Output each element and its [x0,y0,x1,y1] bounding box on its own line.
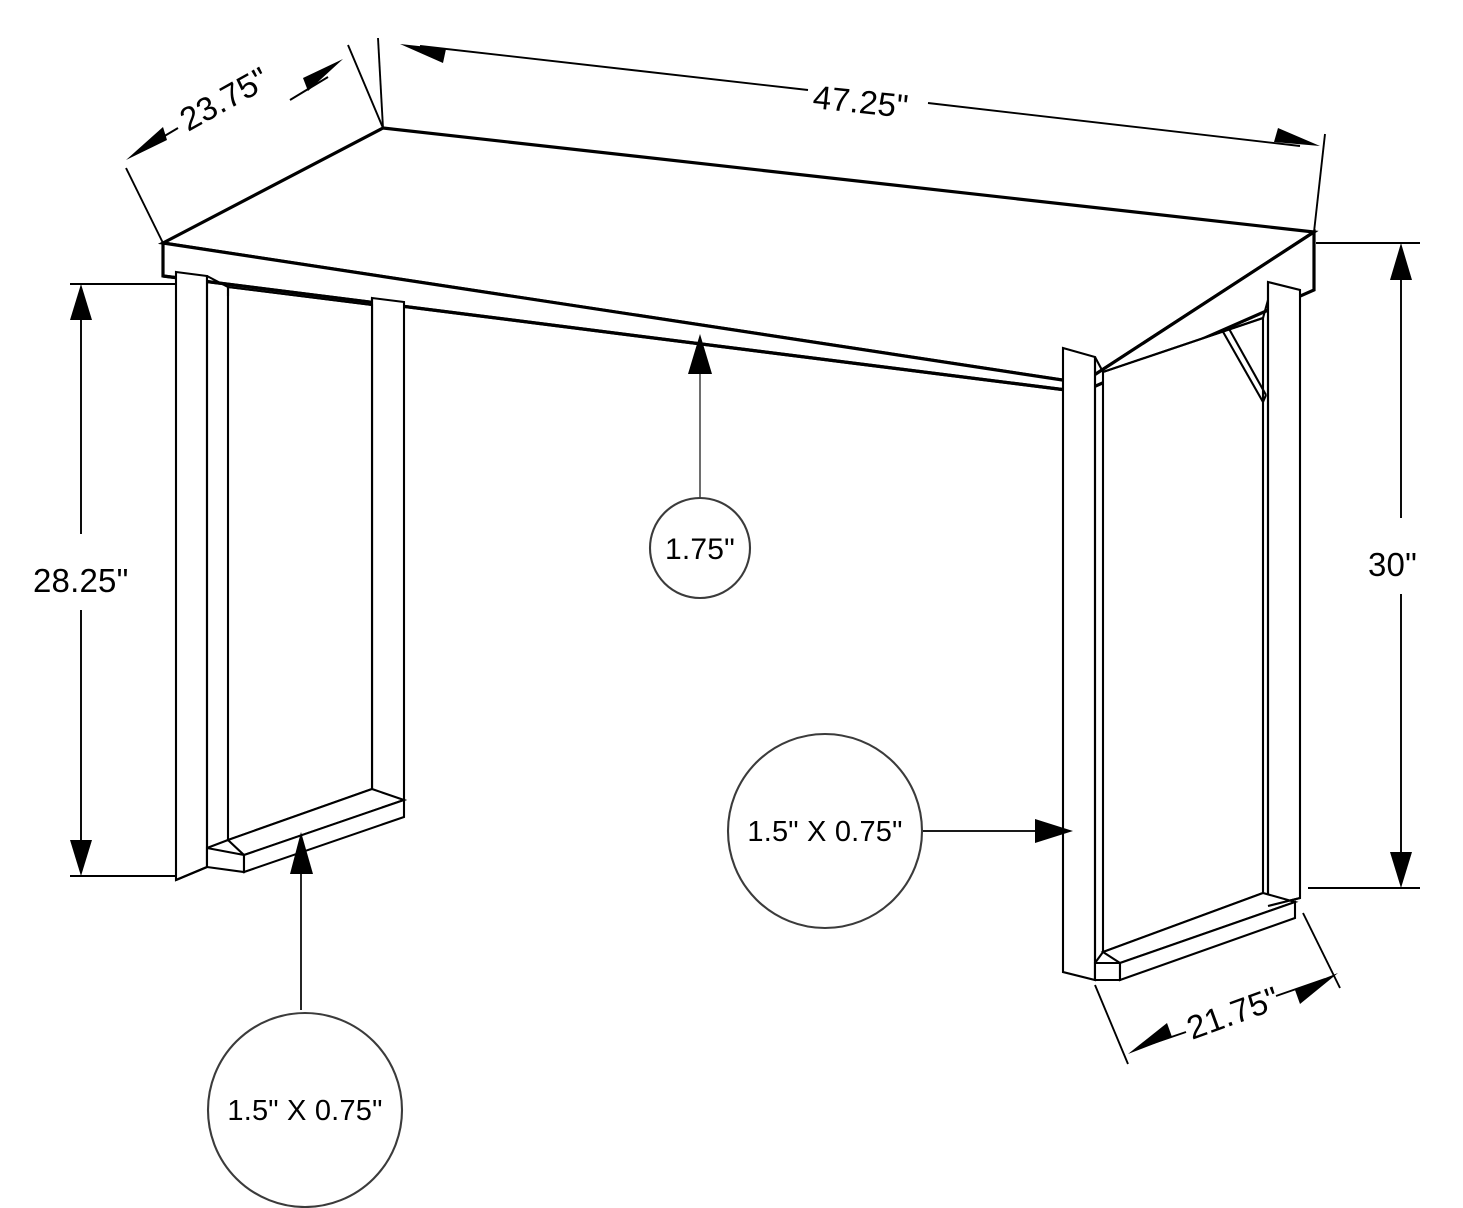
right-leg-foot-line [1267,896,1301,908]
dimension-height-overall: 30" [1308,242,1420,889]
left-leg-rear-post [370,296,406,802]
right-leg-top-rail-line [1094,299,1270,374]
clearance-arrow-top [70,284,92,320]
thickness-leader-arrow [688,334,712,374]
depth-arrow-left [126,127,167,160]
right-profile-leader-arrow [1035,819,1073,843]
right-leg-diagonal-brace [1221,329,1264,403]
depth-ext-line-near [125,167,164,244]
right-leg-bottom-rail-edge [1094,951,1104,964]
overall-arrow-top [1390,243,1412,280]
legdepth-ext-line-far [1302,912,1341,989]
depth-ext-line-far [347,44,384,129]
right-leg-far-post [1266,280,1302,908]
desk-geometry [157,126,1319,982]
thickness-callout-balloon [648,496,752,600]
clearance-dim-label: 28.25" [33,562,129,599]
right-leg-bottom-rail-front-face [1093,961,1122,982]
legdepth-arrow-left [1128,1023,1172,1054]
left-leg-bottom-rail-front-face [205,846,246,874]
left-leg-bottom-rail-edge [206,839,229,849]
thickness-callout-label: 1.75" [665,533,735,566]
left-profile-callout-label: 1.5" X 0.75" [227,1095,382,1127]
right-profile-callout-label: 1.5" X 0.75" [747,816,902,848]
left-leg-foot-line [175,866,208,881]
width-arrow-left [400,44,446,63]
width-dim-line-right [927,102,1301,147]
callout-right-frame-profile: 1.5" X 0.75" [726,732,1073,930]
legdepth-dim-label: 21.75" [1182,979,1284,1046]
width-dim-label: 47.25" [811,78,910,125]
left-leg-inner-panel [226,285,374,842]
depth-arrow-right [303,59,343,91]
callout-tabletop-thickness: 1.75" [648,334,752,600]
left-leg-bottom-rail-outer-face [242,798,406,874]
left-leg-front-post [174,270,209,882]
right-profile-callout-balloon [726,732,924,930]
clearance-arrow-bottom [70,840,92,876]
left-profile-callout-balloon [206,1011,404,1208]
depth-dim-label: 23.75" [173,59,274,138]
width-ext-line-right [1313,133,1326,233]
right-leg-bottom-rail-outer-face [1118,900,1297,982]
right-leg-diagonal-brace-2 [1227,326,1267,396]
callout-left-frame-profile: 1.5" X 0.75" [206,832,404,1208]
legdepth-ext-line-near [1094,984,1129,1065]
width-ext-line-left [377,37,384,129]
right-leg-near-post [1061,346,1097,982]
right-leg-brace-tip [1262,394,1267,403]
overall-arrow-bottom [1390,852,1412,888]
right-leg-inner-panel [1101,316,1265,954]
width-dim-line-left [419,45,809,91]
tabletop-front-edge-line [162,274,1083,394]
overall-dim-label: 30" [1368,546,1417,583]
legdepth-arrow-right [1295,973,1338,1004]
dimension-height-clearance: 28.25" [33,283,176,877]
left-profile-leader-arrow [290,832,313,874]
width-arrow-right [1274,128,1320,146]
